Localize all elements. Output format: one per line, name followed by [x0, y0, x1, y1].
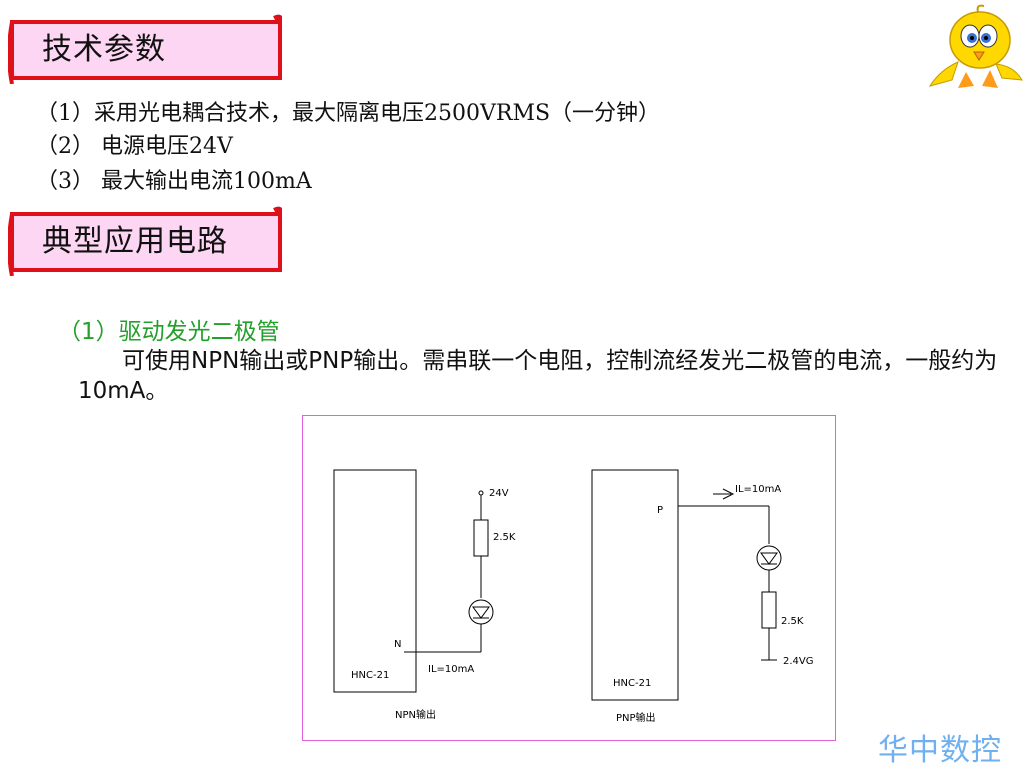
npn-caption: NPN输出 [395, 708, 436, 721]
param-item-isolation: （1）采用光电耦合技术，最大隔离电压2500VRMS（一分钟） [36, 101, 661, 126]
param-item-current: （3） 最大输出电流100mA [36, 169, 312, 194]
supply-terminal [478, 490, 484, 496]
circuit-diagram: 24V 2.5K N HNC-21 IL=10mA NPN输出 P IL=10m… [302, 415, 836, 741]
subsection-description: 可使用NPN输出或PNP输出。需串联一个电阻，控制流经发光二极管的电流，一般约为… [78, 348, 998, 404]
pnp-resistor [761, 591, 777, 629]
npn-resistor-label: 2.5K [493, 532, 516, 543]
section-banner-typical-circuit: 典型应用电路 [8, 206, 282, 276]
subsection-title-led-drive: （1）驱动发光二极管 [58, 319, 280, 345]
npn-terminal-label: N [394, 639, 401, 650]
npn-led [468, 599, 494, 625]
pnp-module-label: HNC-21 [613, 678, 651, 689]
npn-supply-label: 24V [489, 488, 509, 499]
npn-current-label: IL=10mA [428, 664, 474, 675]
mascot-bird-icon [918, 2, 1024, 92]
pnp-terminal-label: P [657, 505, 663, 516]
section-banner-tech-params: 技术参数 [8, 14, 282, 84]
banner-title: 技术参数 [42, 32, 166, 67]
npn-module-box [333, 469, 417, 693]
param-item-voltage: （2） 电源电压24V [36, 134, 233, 159]
banner-title: 典型应用电路 [42, 224, 228, 259]
pnp-current-label: IL=10mA [735, 484, 781, 495]
pnp-caption: PNP输出 [616, 711, 656, 724]
npn-module-label: HNC-21 [351, 670, 389, 681]
pnp-module-box [591, 469, 679, 701]
pnp-led [756, 545, 782, 571]
pnp-resistor-label: 2.5K [781, 616, 804, 627]
npn-resistor [473, 519, 489, 557]
pnp-ground-label: 2.4VG [783, 656, 814, 667]
brand-footer: 华中数控 [878, 733, 1002, 768]
